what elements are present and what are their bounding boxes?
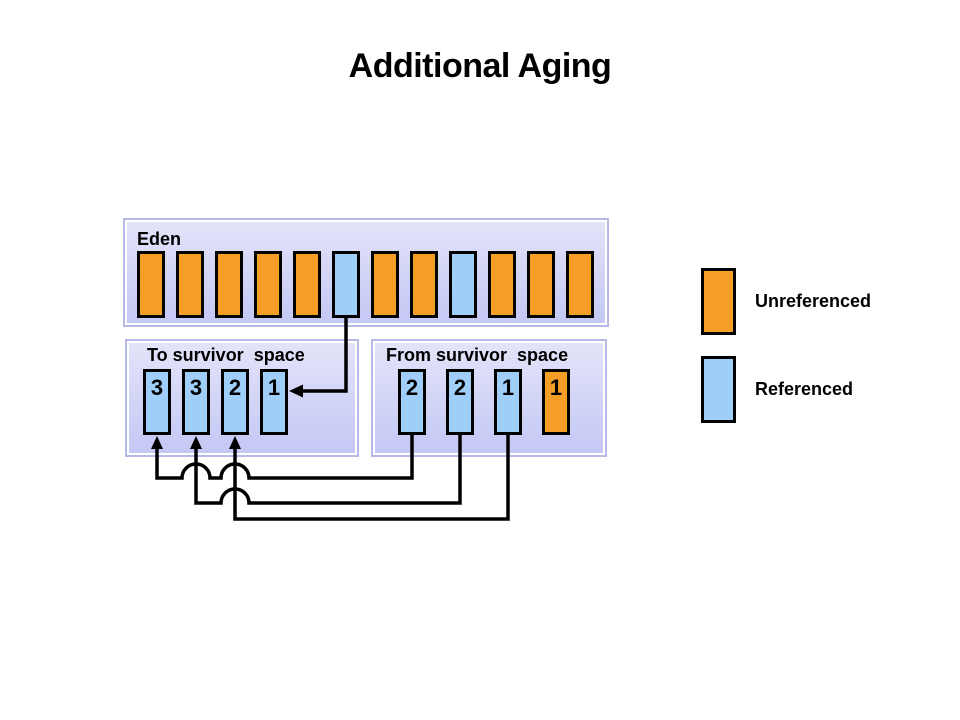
cell-age-label: 1 bbox=[549, 375, 563, 400]
eden-panel: Eden bbox=[125, 220, 607, 325]
cell-age-label: 1 bbox=[267, 375, 281, 400]
eden-cell-6-referenced bbox=[332, 251, 360, 318]
eden-cell-10-unreferenced bbox=[488, 251, 516, 318]
referenced-swatch bbox=[701, 356, 736, 423]
legend-item-referenced: Referenced bbox=[701, 356, 853, 423]
eden-cell-9-referenced bbox=[449, 251, 477, 318]
to_survivor-cell-1-referenced: 3 bbox=[143, 369, 171, 435]
from_survivor-cell-2-referenced: 2 bbox=[446, 369, 474, 435]
to_survivor-cell-4-referenced: 1 bbox=[260, 369, 288, 435]
from_survivor-cell-1-referenced: 2 bbox=[398, 369, 426, 435]
from_survivor-cell-3-referenced: 1 bbox=[494, 369, 522, 435]
from-survivor-cells: 2 2 1 1 bbox=[398, 369, 570, 435]
to-survivor-label: To survivor space bbox=[147, 345, 305, 365]
referenced-label: Referenced bbox=[755, 379, 854, 399]
cell-age-label: 2 bbox=[405, 375, 419, 400]
eden-cell-3-unreferenced bbox=[215, 251, 243, 318]
to_survivor-cell-2-referenced: 3 bbox=[182, 369, 210, 435]
eden-cell-1-unreferenced bbox=[137, 251, 165, 318]
cell-age-label: 1 bbox=[501, 375, 515, 400]
legend-item-unreferenced: Unreferenced bbox=[701, 268, 871, 335]
from-survivor-panel: From survivor space 2 2 1 1 bbox=[373, 341, 605, 455]
eden-cell-4-unreferenced bbox=[254, 251, 282, 318]
from_survivor-cell-4-unreferenced: 1 bbox=[542, 369, 570, 435]
eden-label: Eden bbox=[137, 229, 182, 249]
unreferenced-swatch bbox=[701, 268, 736, 335]
eden-cell-7-unreferenced bbox=[371, 251, 399, 318]
eden-cell-2-unreferenced bbox=[176, 251, 204, 318]
from-survivor-label: From survivor space bbox=[386, 345, 569, 365]
to_survivor-cell-3-referenced: 2 bbox=[221, 369, 249, 435]
cell-age-label: 3 bbox=[189, 375, 203, 400]
page-title: Additional Aging bbox=[348, 47, 612, 85]
eden-cell-11-unreferenced bbox=[527, 251, 555, 318]
eden-cell-8-unreferenced bbox=[410, 251, 438, 318]
eden-cell-5-unreferenced bbox=[293, 251, 321, 318]
eden-cells bbox=[137, 251, 594, 318]
cell-age-label: 2 bbox=[228, 375, 242, 400]
cell-age-label: 3 bbox=[150, 375, 164, 400]
cell-age-label: 2 bbox=[453, 375, 467, 400]
eden-cell-12-unreferenced bbox=[566, 251, 594, 318]
unreferenced-label: Unreferenced bbox=[755, 291, 872, 311]
